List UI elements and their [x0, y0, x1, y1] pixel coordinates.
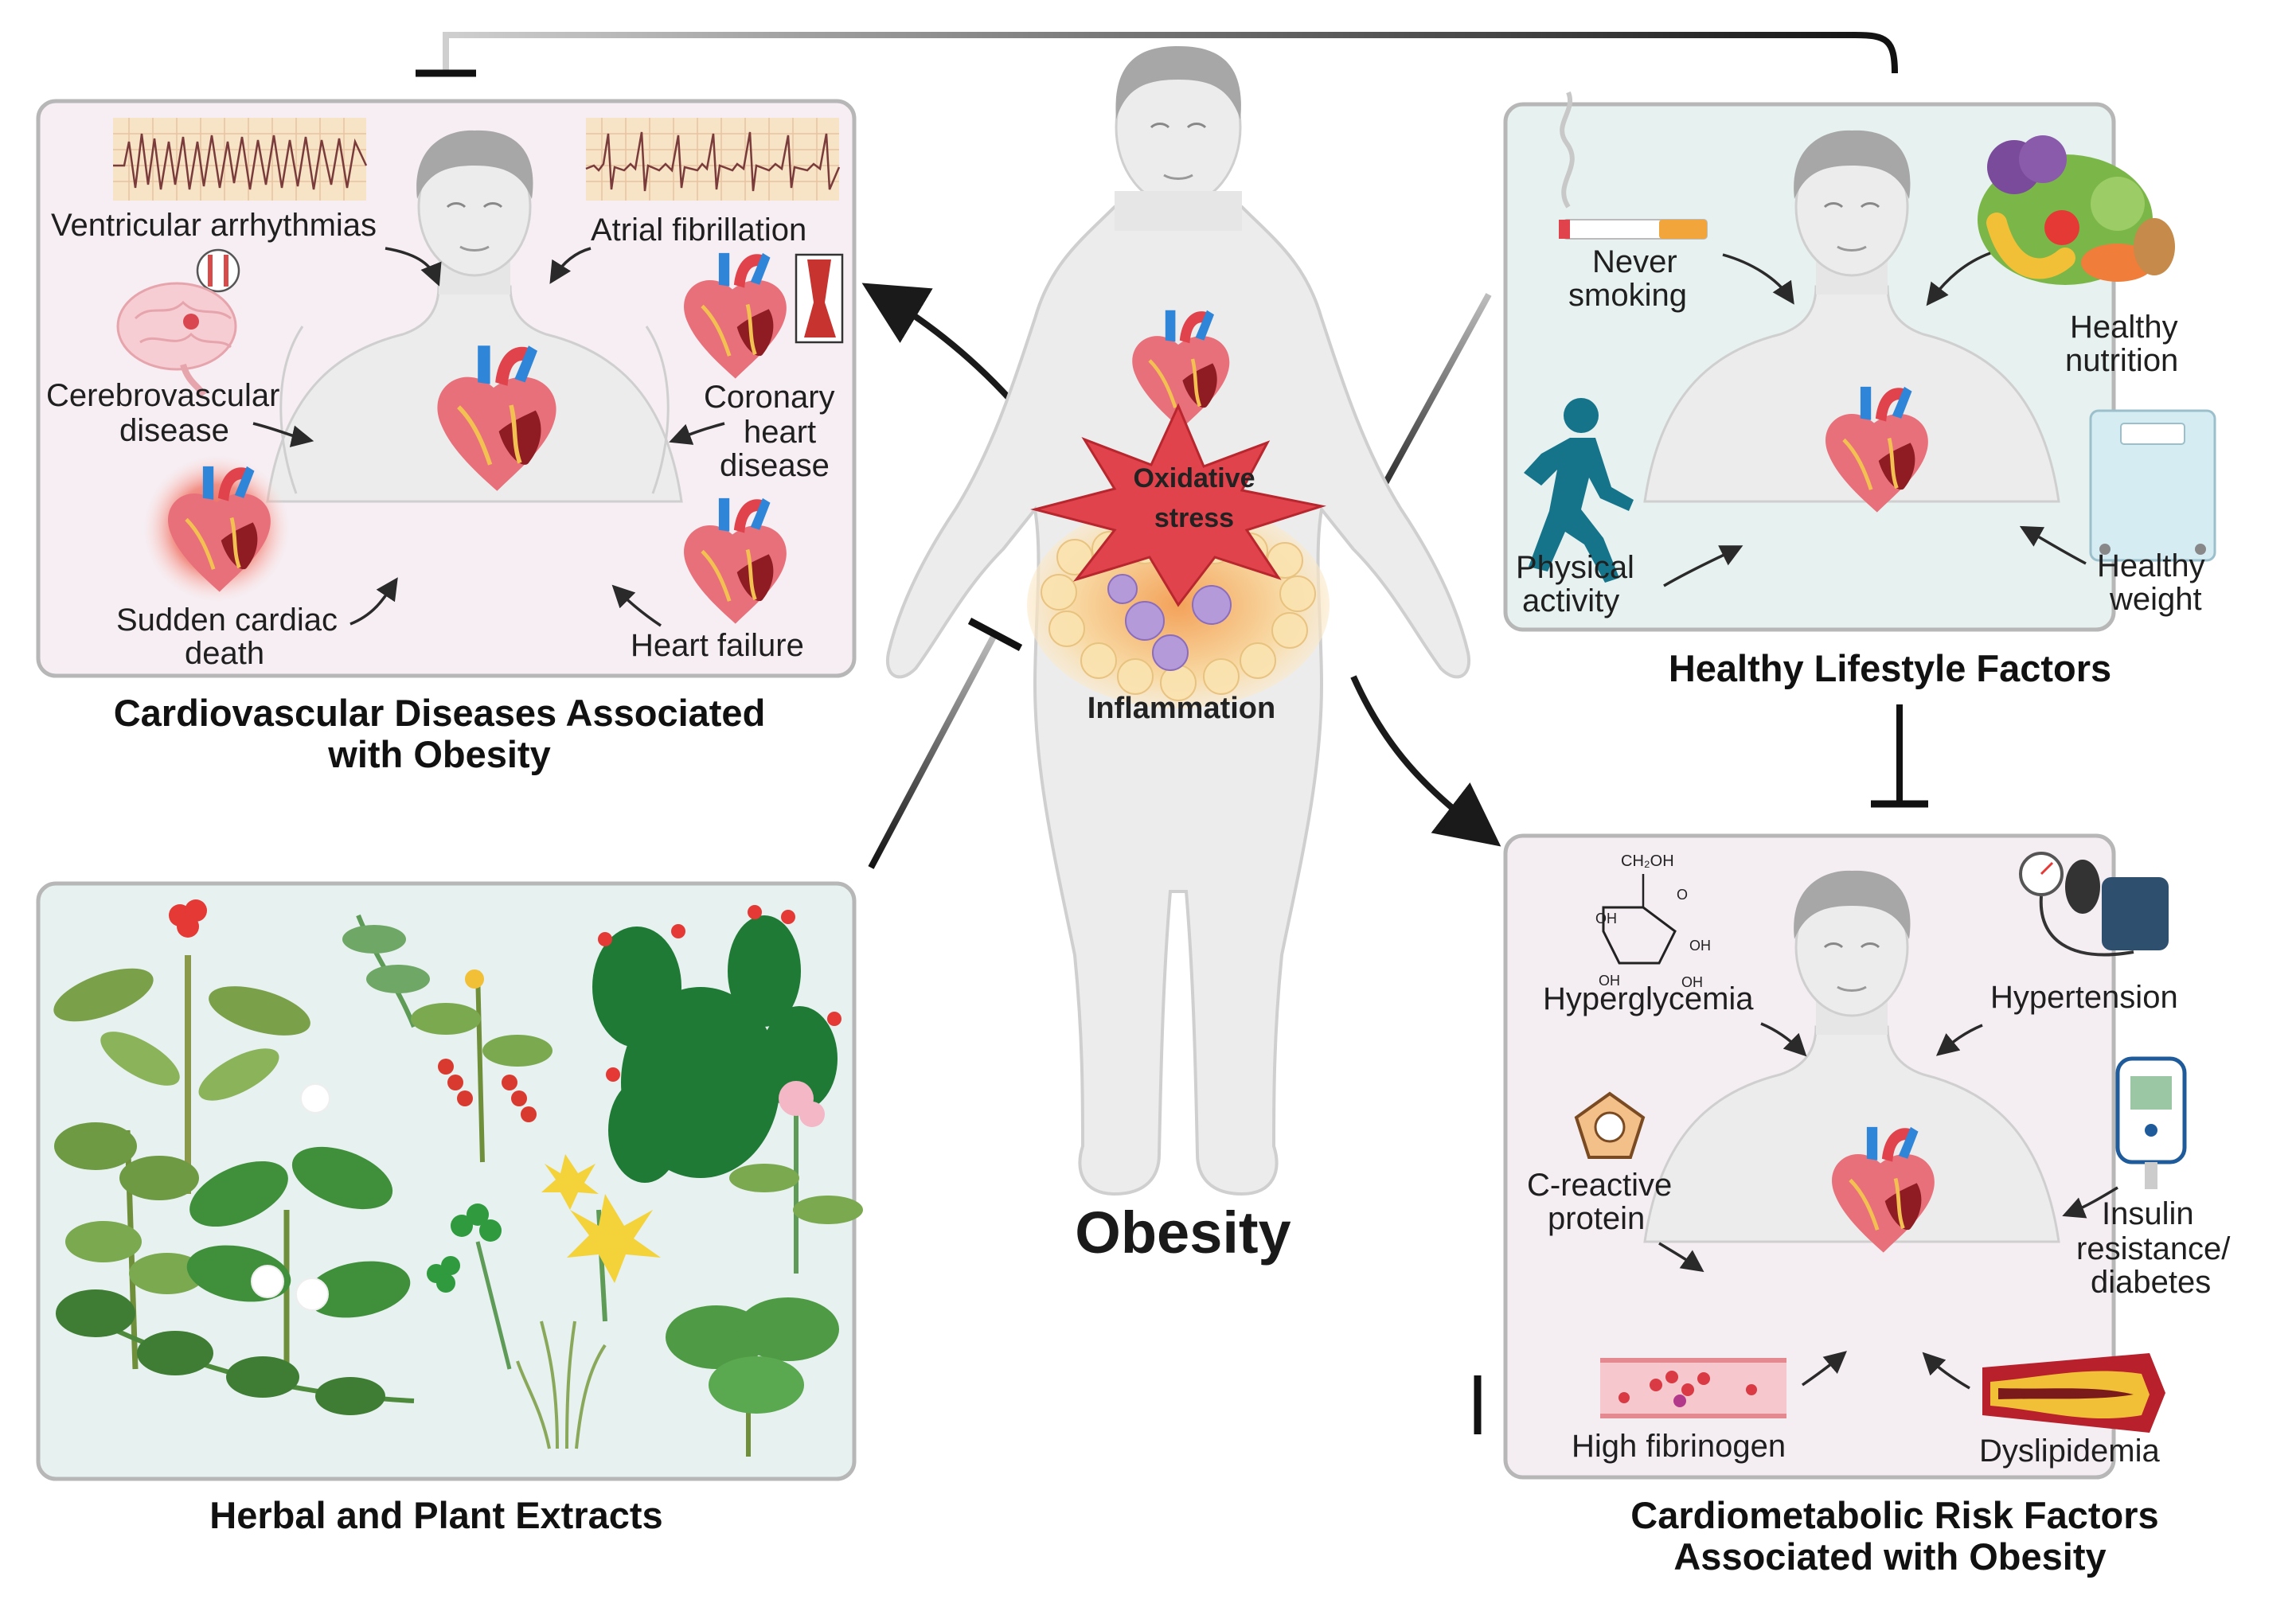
healthy-nutrition-label-1: Healthy	[2070, 310, 2178, 345]
herbal-title: Herbal and Plant Extracts	[209, 1494, 662, 1536]
insulin-label-1: Insulin	[2102, 1196, 2194, 1231]
lifestyle-inhibits-cvd-line	[443, 32, 1898, 74]
fern-icon	[342, 914, 430, 1028]
coronary-label-2: heart	[744, 415, 816, 450]
oxidative-label-2: stress	[1154, 503, 1234, 533]
ventricular-ecg-strip	[112, 117, 368, 201]
glucose-oh-label-4: OH	[1681, 974, 1703, 990]
never-smoking-label-2: smoking	[1568, 278, 1687, 313]
inhibit-bar-inflammation	[967, 618, 1023, 651]
insulin-label-2: resistance/	[2076, 1231, 2231, 1266]
cvd-title-2: with Obesity	[327, 733, 550, 775]
glucose-structure-icon: CH₂OH O OH OH OH OH	[1595, 852, 1711, 990]
cvd-title-1: Cardiovascular Diseases Associated	[114, 692, 766, 734]
insulin-label-3: diabetes	[2091, 1265, 2211, 1300]
vine-icon	[56, 1289, 415, 1415]
obesity-title: Obesity	[1075, 1200, 1291, 1266]
glucose-o-label: O	[1677, 887, 1688, 903]
flowering-shrub-icon	[729, 1081, 863, 1274]
high-fibrinogen-label: High fibrinogen	[1572, 1429, 1786, 1464]
berry-plant-icon	[411, 969, 553, 1163]
runner-icon	[1524, 398, 1634, 583]
ventricular-arrhythmias-label: Ventricular arrhythmias	[51, 208, 377, 243]
oxidative-stress-star	[1030, 403, 1326, 607]
scale-icon	[2089, 409, 2216, 562]
never-smoking-label-1: Never	[1592, 244, 1677, 279]
artery-cross-section-icon	[196, 248, 240, 293]
clover-icon	[427, 1203, 512, 1370]
glucometer-icon	[2115, 1056, 2187, 1189]
sudden-death-label-1: Sudden cardiac	[116, 603, 338, 638]
dyslipidemia-label: Dyslipidemia	[1979, 1434, 2160, 1469]
food-icon	[1978, 135, 2175, 285]
blood-vessel-icon	[1600, 1358, 1786, 1418]
hypertension-label: Hypertension	[1990, 980, 2178, 1015]
lily-icon	[541, 1154, 661, 1322]
cigarette-icon	[1559, 91, 1708, 240]
central-obese-figure: Oxidative stress Inflammation	[885, 46, 1471, 1196]
healthy-weight-label-2: weight	[2109, 582, 2202, 617]
cardiometabolic-panel-content: CH₂OH O OH OH OH OH Hyperglycemia Hypert…	[1527, 852, 2231, 1469]
glucose-oh-label-3: OH	[1599, 973, 1620, 989]
cvd-panel-content: Ventricular arrhythmias Atrial fibrillat…	[46, 117, 844, 671]
cardiometabolic-title-1: Cardiometabolic Risk Factors	[1630, 1494, 2158, 1536]
grass-icon	[516, 1320, 607, 1449]
coronary-label-1: Coronary	[704, 380, 835, 415]
glucose-oh-label-2: OH	[1689, 938, 1711, 954]
physical-activity-label-1: Physical	[1516, 550, 1634, 585]
tea-plant-icon	[186, 1083, 411, 1385]
plaque-artery-icon	[1982, 1353, 2165, 1433]
brain-icon	[116, 282, 237, 397]
coronary-label-3: disease	[720, 448, 830, 483]
ginseng-plant-icon	[53, 899, 310, 1194]
atrial-ecg-strip	[585, 117, 841, 201]
cardiometabolic-title-2: Associated with Obesity	[1673, 1535, 2106, 1578]
maple-plant-icon	[666, 1297, 839, 1457]
hyperglycemia-label: Hyperglycemia	[1543, 981, 1754, 1016]
sudden-death-label-2: death	[185, 636, 264, 671]
glucose-oh-label-1: OH	[1595, 911, 1617, 926]
healthy-nutrition-label-2: nutrition	[2065, 343, 2178, 378]
cerebrovascular-label-2: disease	[119, 413, 229, 448]
crp-label-1: C-reactive	[1527, 1168, 1672, 1203]
obesity-to-cardiometabolic-arrow	[1350, 675, 1501, 847]
inflammation-label: Inflammation	[1087, 692, 1275, 725]
atrial-fibrillation-label: Atrial fibrillation	[591, 213, 806, 248]
physical-activity-label-2: activity	[1522, 583, 1619, 618]
oxidative-label-1: Oxidative	[1133, 463, 1255, 493]
crp-pentagon-icon	[1574, 1091, 1646, 1159]
lifestyle-panel-content: Never smoking Healthy nutrition Physical…	[1516, 91, 2216, 618]
blood-pressure-icon	[2019, 852, 2169, 957]
cerebrovascular-label-1: Cerebrovascular	[46, 378, 279, 413]
herbal-panel-content	[53, 899, 863, 1457]
crp-label-2: protein	[1548, 1201, 1645, 1236]
herbal-inhibits-inflammation-line	[868, 632, 998, 869]
glucose-ch2oh-label: CH₂OH	[1621, 852, 1674, 870]
cactus-icon	[592, 905, 841, 1183]
heart-failure-label: Heart failure	[631, 628, 804, 663]
healthy-weight-label-1: Healthy	[2097, 548, 2205, 583]
lifestyle-title: Healthy Lifestyle Factors	[1669, 647, 2111, 689]
tomato-plant-icon	[54, 1122, 205, 1370]
